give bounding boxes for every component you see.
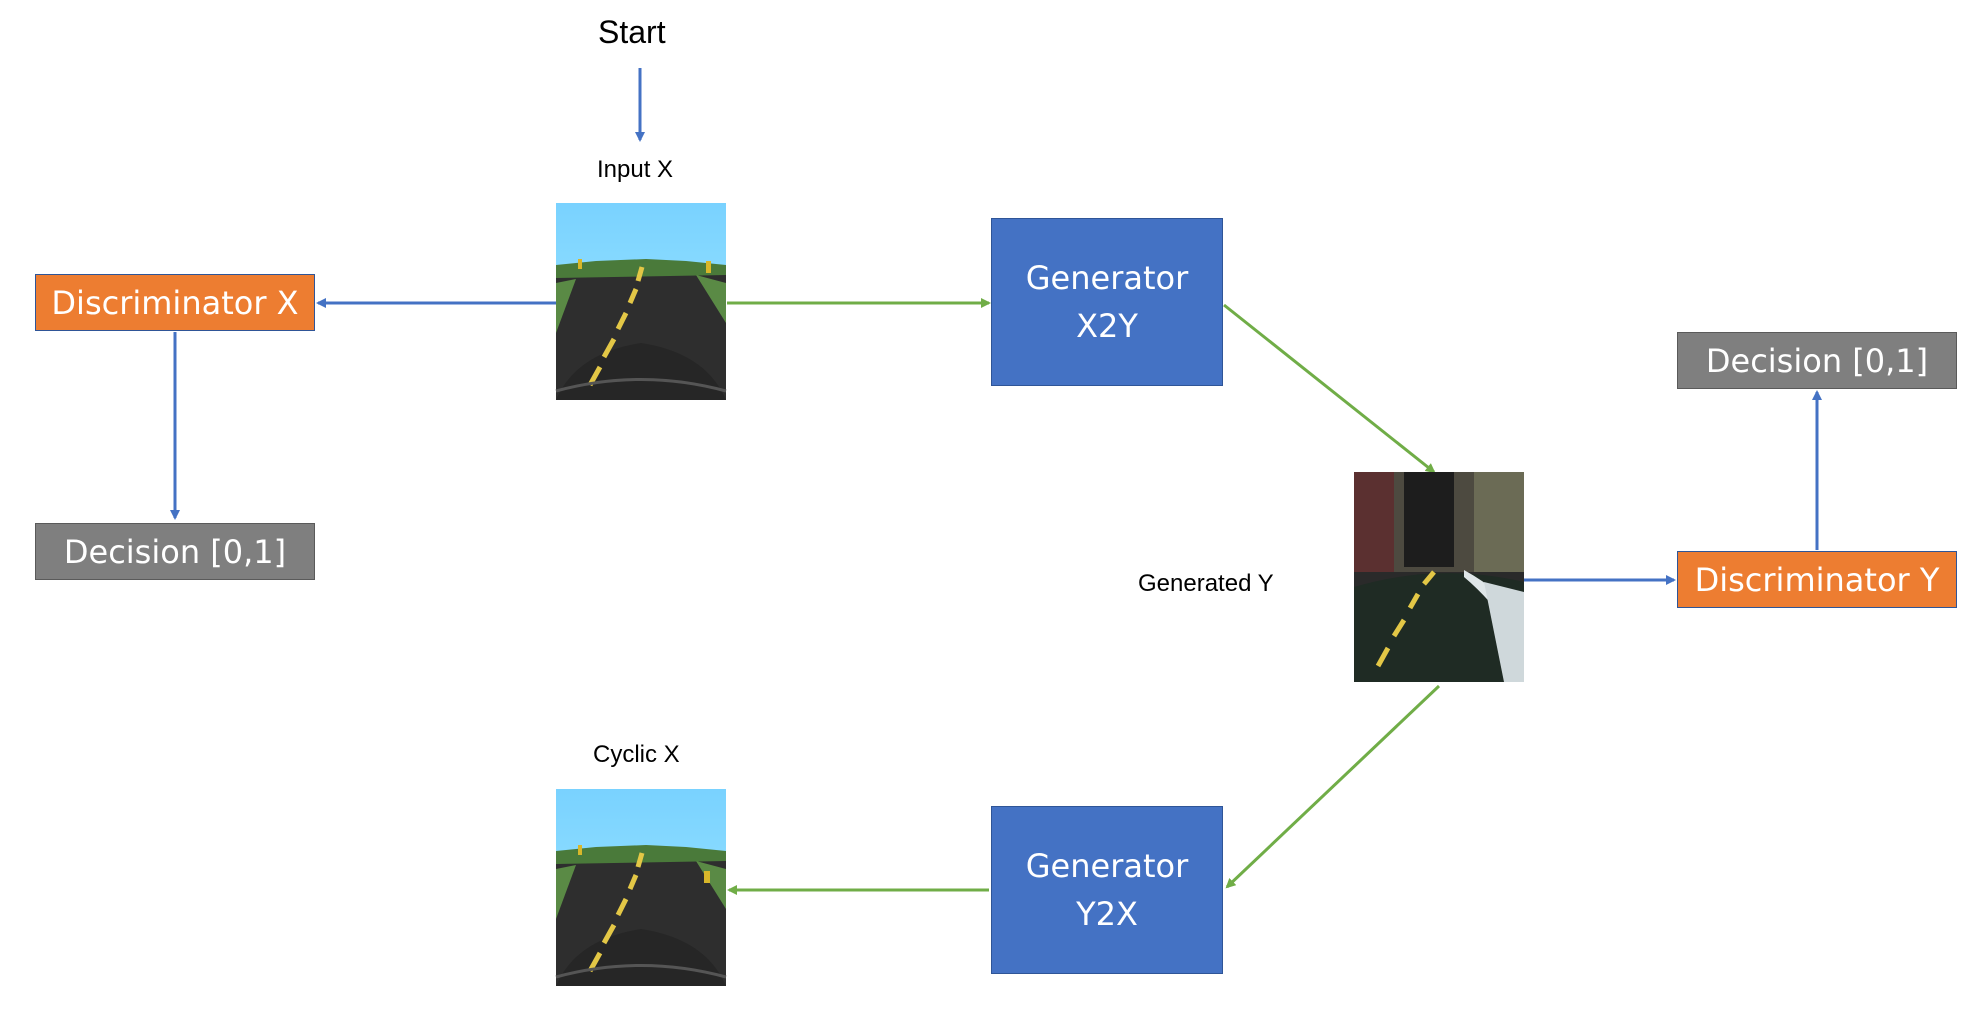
generator-y2x-box: Generator Y2X: [991, 806, 1223, 974]
generated-y-image: [1354, 472, 1524, 682]
discriminator-x-box: Discriminator X: [35, 274, 315, 331]
generator-y2x-line2: Y2X: [1076, 895, 1138, 933]
generator-x2y-line1: Generator: [1025, 259, 1189, 297]
cyclic-x-label: Cyclic X: [593, 741, 680, 768]
generator-x2y-box: Generator X2Y: [991, 218, 1223, 386]
decision-y-box: Decision [0,1]: [1677, 332, 1957, 389]
generator-x2y-line2: X2Y: [1076, 307, 1138, 345]
arrow-generator-x2y-to-generated-y: [1223, 303, 1436, 474]
decision-x-box: Decision [0,1]: [35, 523, 315, 580]
cyclic-x-image: [555, 789, 727, 986]
input-x-image: [555, 203, 727, 400]
generated-y-label: Generated Y: [1138, 570, 1274, 597]
generator-y2x-line1: Generator: [1025, 847, 1189, 885]
discriminator-y-box: Discriminator Y: [1677, 551, 1957, 608]
input-x-label: Input X: [597, 156, 674, 183]
arrow-generated-y-to-generator-y2x: [1225, 684, 1441, 889]
start-label: Start: [598, 14, 666, 50]
